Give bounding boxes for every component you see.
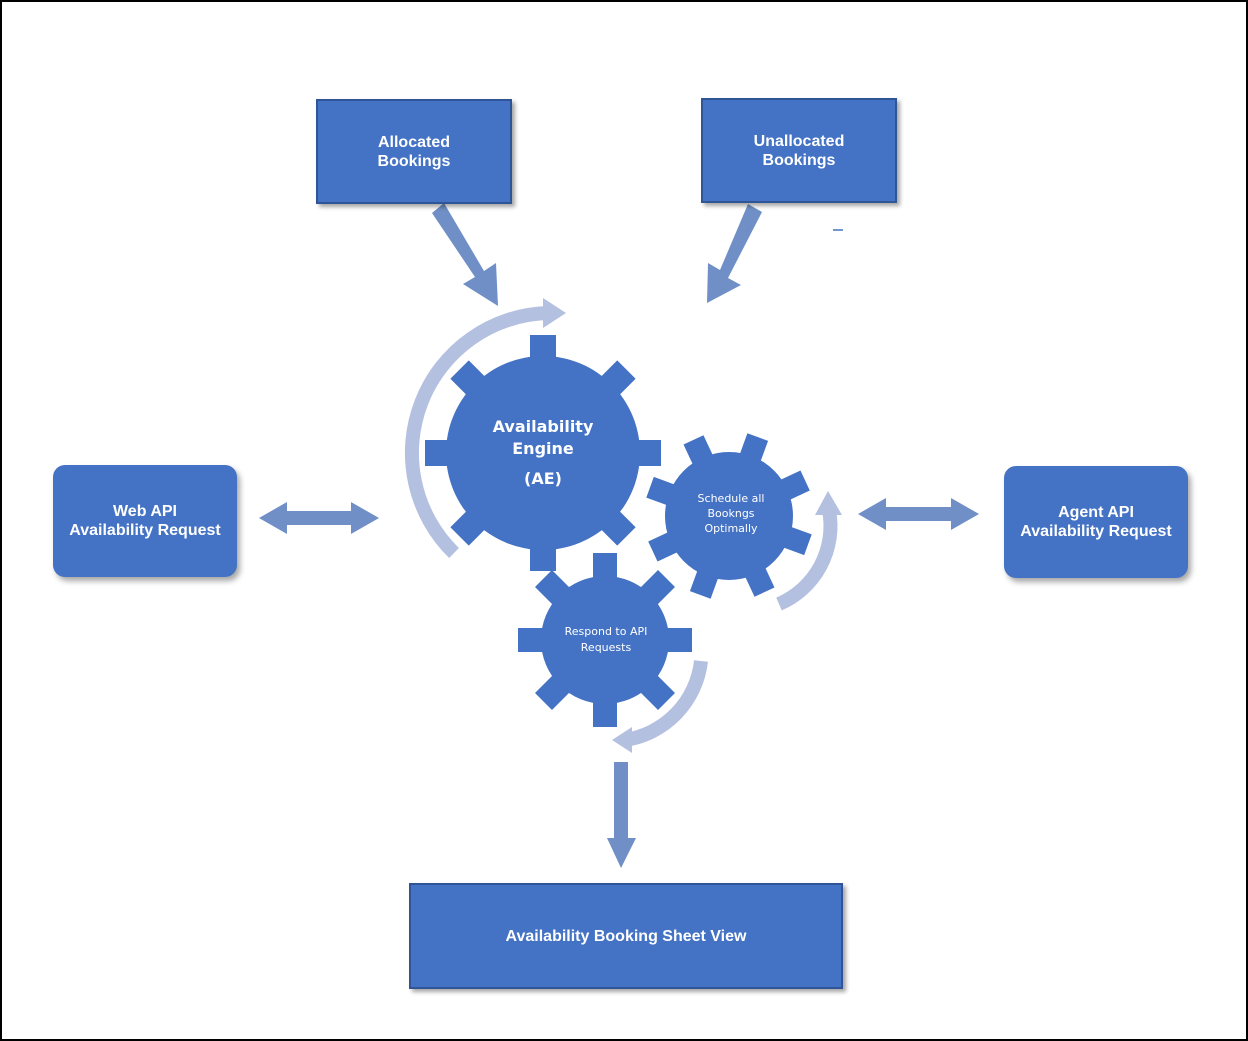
- agent-api-line2: Availability Request: [1020, 523, 1172, 540]
- respond-gear: [518, 553, 692, 727]
- booking-sheet-view-box: Availability Booking Sheet View: [409, 883, 843, 989]
- schedule-cycle-arrowhead: [815, 491, 842, 515]
- unallocated-bookings-box: Unallocated Bookings: [701, 98, 897, 203]
- engine-to-sheet-arrow: [607, 762, 636, 868]
- web-api-line2: Availability Request: [69, 522, 221, 539]
- schedule-label-line1: Schedule all: [697, 492, 765, 505]
- schedule-gear: [646, 433, 812, 599]
- cycle-arrows: [404, 306, 838, 747]
- engine-cycle-arrow: [404, 306, 549, 558]
- allocated-bookings-line2: Bookings: [377, 152, 451, 170]
- cycle-arrowheads: [543, 298, 842, 753]
- unallocated-bookings-line1: Unallocated: [753, 132, 845, 150]
- engine-gear-label: Availability Engine (AE): [473, 416, 613, 490]
- schedule-gear-label: Schedule all Bookngs Optimally: [681, 491, 781, 536]
- respond-cycle-arrow: [623, 660, 708, 747]
- engine-gear: [425, 335, 661, 571]
- schedule-cycle-arrow: [776, 508, 838, 611]
- respond-cycle-arrowhead: [612, 727, 632, 753]
- booking-sheet-view-label: Availability Booking Sheet View: [505, 927, 747, 945]
- respond-label-line2: Requests: [580, 641, 632, 654]
- agent-api-line1: Agent API: [1058, 504, 1134, 521]
- unallocated-bookings-line2: Bookings: [762, 151, 836, 169]
- allocated-bookings-line1: Allocated: [377, 133, 450, 151]
- schedule-label-line2: Bookngs: [707, 507, 755, 520]
- allocated-to-engine-arrow: [432, 203, 498, 306]
- engine-label-line2: Engine: [512, 439, 574, 458]
- agent-api-box: Agent API Availability Request: [1004, 466, 1188, 578]
- schedule-label-line3: Optimally: [704, 522, 758, 535]
- engine-cycle-arrowhead: [543, 298, 566, 328]
- agent-api-double-arrow: [858, 498, 979, 530]
- web-api-line1: Web API: [112, 503, 177, 520]
- engine-label-line3: (AE): [524, 469, 562, 488]
- unallocated-to-engine-arrow: [707, 204, 762, 303]
- respond-label-line1: Respond to API: [564, 625, 648, 638]
- respond-gear-label: Respond to API Requests: [550, 624, 662, 656]
- web-api-double-arrow: [259, 502, 379, 534]
- engine-label-line1: Availability: [492, 417, 594, 436]
- web-api-box: Web API Availability Request: [53, 465, 237, 577]
- allocated-bookings-box: Allocated Bookings: [316, 99, 512, 204]
